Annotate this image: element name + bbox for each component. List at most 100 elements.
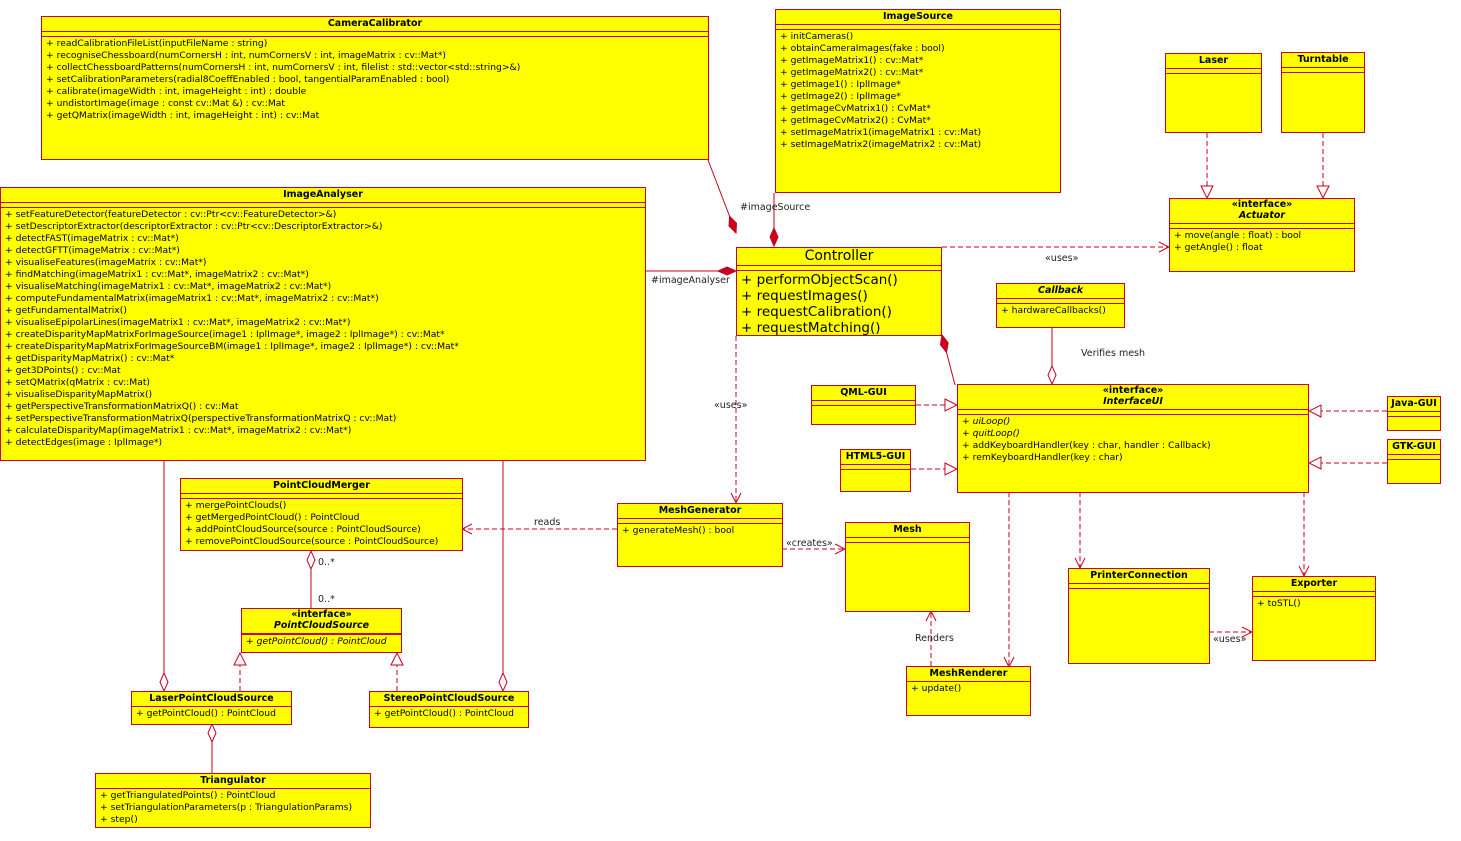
operation: + getPointCloud() : PointCloud	[136, 708, 276, 719]
attributes-compartment	[1, 203, 645, 208]
operation: + calibrate(imageWidth : int, imageHeigh…	[46, 86, 307, 97]
operation: + getImage1() : IplImage*	[780, 79, 901, 90]
operations-compartment: + move(angle : float) : bool + getAngle(…	[1170, 229, 1354, 255]
interface-point-cloud-source[interactable]: «interface» PointCloudSource + getPointC…	[241, 608, 402, 653]
class-controller[interactable]: Controller + performObjectScan() + reque…	[736, 247, 942, 336]
operation: + requestMatching()	[741, 320, 881, 336]
class-exporter[interactable]: Exporter + toSTL()	[1252, 576, 1376, 661]
operation: + getTriangulatedPoints() : PointCloud	[100, 790, 276, 801]
operation: + computeFundamentalMatrix(imageMatrix1 …	[5, 293, 379, 304]
operation: + addKeyboardHandler(key : char, handler…	[962, 440, 1211, 451]
operation: + generateMesh() : bool	[622, 525, 735, 536]
creates-label: «creates»	[786, 538, 833, 549]
class-callback[interactable]: Callback + hardwareCallbacks()	[996, 283, 1125, 328]
operation: + update()	[911, 683, 962, 694]
operation: + hardwareCallbacks()	[1001, 305, 1106, 316]
operation: + setTriangulationParameters(p : Triangu…	[100, 802, 353, 813]
class-laser-point-cloud-source[interactable]: LaserPointCloudSource + getPointCloud() …	[131, 691, 292, 725]
class-laser[interactable]: Laser	[1165, 53, 1262, 133]
class-camera-calibrator[interactable]: CameraCalibrator + readCalibrationFileLi…	[41, 16, 709, 160]
class-name: ImageAnalyser	[1, 188, 645, 203]
operation: + quitLoop()	[962, 428, 1020, 439]
operation: + remKeyboardHandler(key : char)	[962, 452, 1123, 463]
interface-interface-ui[interactable]: «interface» InterfaceUI + uiLoop() + qui…	[957, 384, 1309, 493]
attributes-compartment	[776, 25, 1060, 30]
class-mesh-generator[interactable]: MeshGenerator + generateMesh() : bool	[617, 503, 783, 567]
class-stereo-point-cloud-source[interactable]: StereoPointCloudSource + getPointCloud()…	[369, 691, 529, 728]
composition-line	[942, 335, 956, 386]
verifies-mesh-label: Verifies mesh	[1081, 348, 1146, 359]
operation: + mergePointClouds()	[185, 500, 287, 511]
class-html5-gui[interactable]: HTML5-GUI	[840, 449, 911, 492]
attributes-compartment	[958, 410, 1308, 415]
class-name: InterfaceUI	[1103, 396, 1163, 407]
role-label-image-analyser: #imageAnalyser	[651, 275, 730, 286]
attributes-compartment	[42, 32, 708, 37]
stereotype: «interface»	[1102, 385, 1164, 396]
class-name: Exporter	[1253, 577, 1375, 592]
operation: + getPointCloud() : PointCloud	[374, 708, 514, 719]
operation: + getImageMatrix1() : cv::Mat*	[780, 55, 924, 66]
operation: + setFeatureDetector(featureDetector : c…	[5, 209, 337, 220]
operation: + removePointCloudSource(source : PointC…	[185, 536, 439, 547]
attributes-compartment	[181, 494, 462, 499]
interface-header: «interface» InterfaceUI	[958, 385, 1308, 410]
operation: + getImageCvMatrix1() : CvMat*	[780, 103, 931, 114]
class-image-analyser[interactable]: ImageAnalyser + setFeatureDetector(featu…	[0, 187, 646, 461]
class-name: PrinterConnection	[1069, 569, 1209, 584]
class-name: Actuator	[1238, 210, 1286, 221]
operation: + detectFAST(imageMatrix : cv::Mat*)	[5, 233, 179, 244]
operations-compartment: + initCameras() + obtainCameraImages(fak…	[776, 30, 1060, 152]
operation: + initCameras()	[780, 31, 854, 42]
operation: + detectGFTT(imageMatrix : cv::Mat*)	[5, 245, 180, 256]
operation: + getQMatrix(imageWidth : int, imageHeig…	[46, 110, 320, 121]
operation: + step()	[100, 814, 138, 825]
class-name: Callback	[1037, 285, 1084, 296]
operation: + get3DPoints() : cv::Mat	[5, 365, 121, 376]
class-image-source[interactable]: ImageSource + initCameras() + obtainCame…	[775, 9, 1061, 193]
attributes-compartment	[1388, 412, 1440, 417]
class-turntable[interactable]: Turntable	[1281, 52, 1365, 133]
operation: + setImageMatrix1(imageMatrix1 : cv::Mat…	[780, 127, 982, 138]
attributes-compartment	[737, 266, 941, 271]
class-mesh-renderer[interactable]: MeshRenderer + update()	[906, 666, 1031, 716]
operation: + setDescriptorExtractor(descriptorExtra…	[5, 221, 383, 232]
operation: + collectChessboardPatterns(numCornersH …	[46, 62, 521, 73]
operation: + recogniseChessboard(numCornersH : int,…	[46, 50, 447, 61]
class-name: ImageSource	[776, 10, 1060, 25]
class-triangulator[interactable]: Triangulator + getTriangulatedPoints() :…	[95, 773, 371, 828]
attributes-compartment	[846, 538, 969, 543]
operation: + requestImages()	[741, 288, 868, 304]
operation: + getFundamentalMatrix()	[5, 305, 127, 316]
class-point-cloud-merger[interactable]: PointCloudMerger + mergePointClouds() + …	[180, 478, 463, 551]
class-gtk-gui[interactable]: GTK-GUI	[1387, 439, 1441, 484]
class-java-gui[interactable]: Java-GUI	[1387, 396, 1441, 431]
class-name: Controller	[737, 248, 941, 266]
attributes-compartment	[1388, 455, 1440, 460]
class-name: PointCloudMerger	[181, 479, 462, 494]
operation: + getAngle() : float	[1174, 242, 1263, 253]
operation: + detectEdges(image : IplImage*)	[5, 437, 163, 448]
class-name: MeshGenerator	[618, 504, 782, 519]
operation: + performObjectScan()	[741, 272, 898, 288]
multiplicity-label: 0..*	[318, 557, 335, 568]
attributes-compartment	[997, 299, 1124, 304]
class-qml-gui[interactable]: QML-GUI	[811, 385, 916, 425]
class-name: Java-GUI	[1388, 397, 1440, 412]
operation: + visualiseFeatures(imageMatrix : cv::Ma…	[5, 257, 207, 268]
class-name: QML-GUI	[812, 386, 915, 401]
operations-compartment: + getPointCloud() : PointCloud	[242, 634, 401, 649]
operation: + getImageCvMatrix2() : CvMat*	[780, 115, 931, 126]
interface-header: «interface» Actuator	[1170, 199, 1354, 224]
interface-actuator[interactable]: «interface» Actuator + move(angle : floa…	[1169, 198, 1355, 272]
class-name: Laser	[1166, 54, 1261, 69]
operations-compartment: + getTriangulatedPoints() : PointCloud +…	[96, 789, 370, 827]
class-name: StereoPointCloudSource	[370, 692, 528, 707]
operation: + setCalibrationParameters(radial8CoeffE…	[46, 74, 450, 85]
attributes-compartment	[812, 401, 915, 406]
uses-label-exporter: «uses»	[1213, 634, 1247, 645]
class-mesh[interactable]: Mesh	[845, 522, 970, 612]
class-printer-connection[interactable]: PrinterConnection	[1068, 568, 1210, 664]
operations-compartment: + hardwareCallbacks()	[997, 304, 1124, 318]
